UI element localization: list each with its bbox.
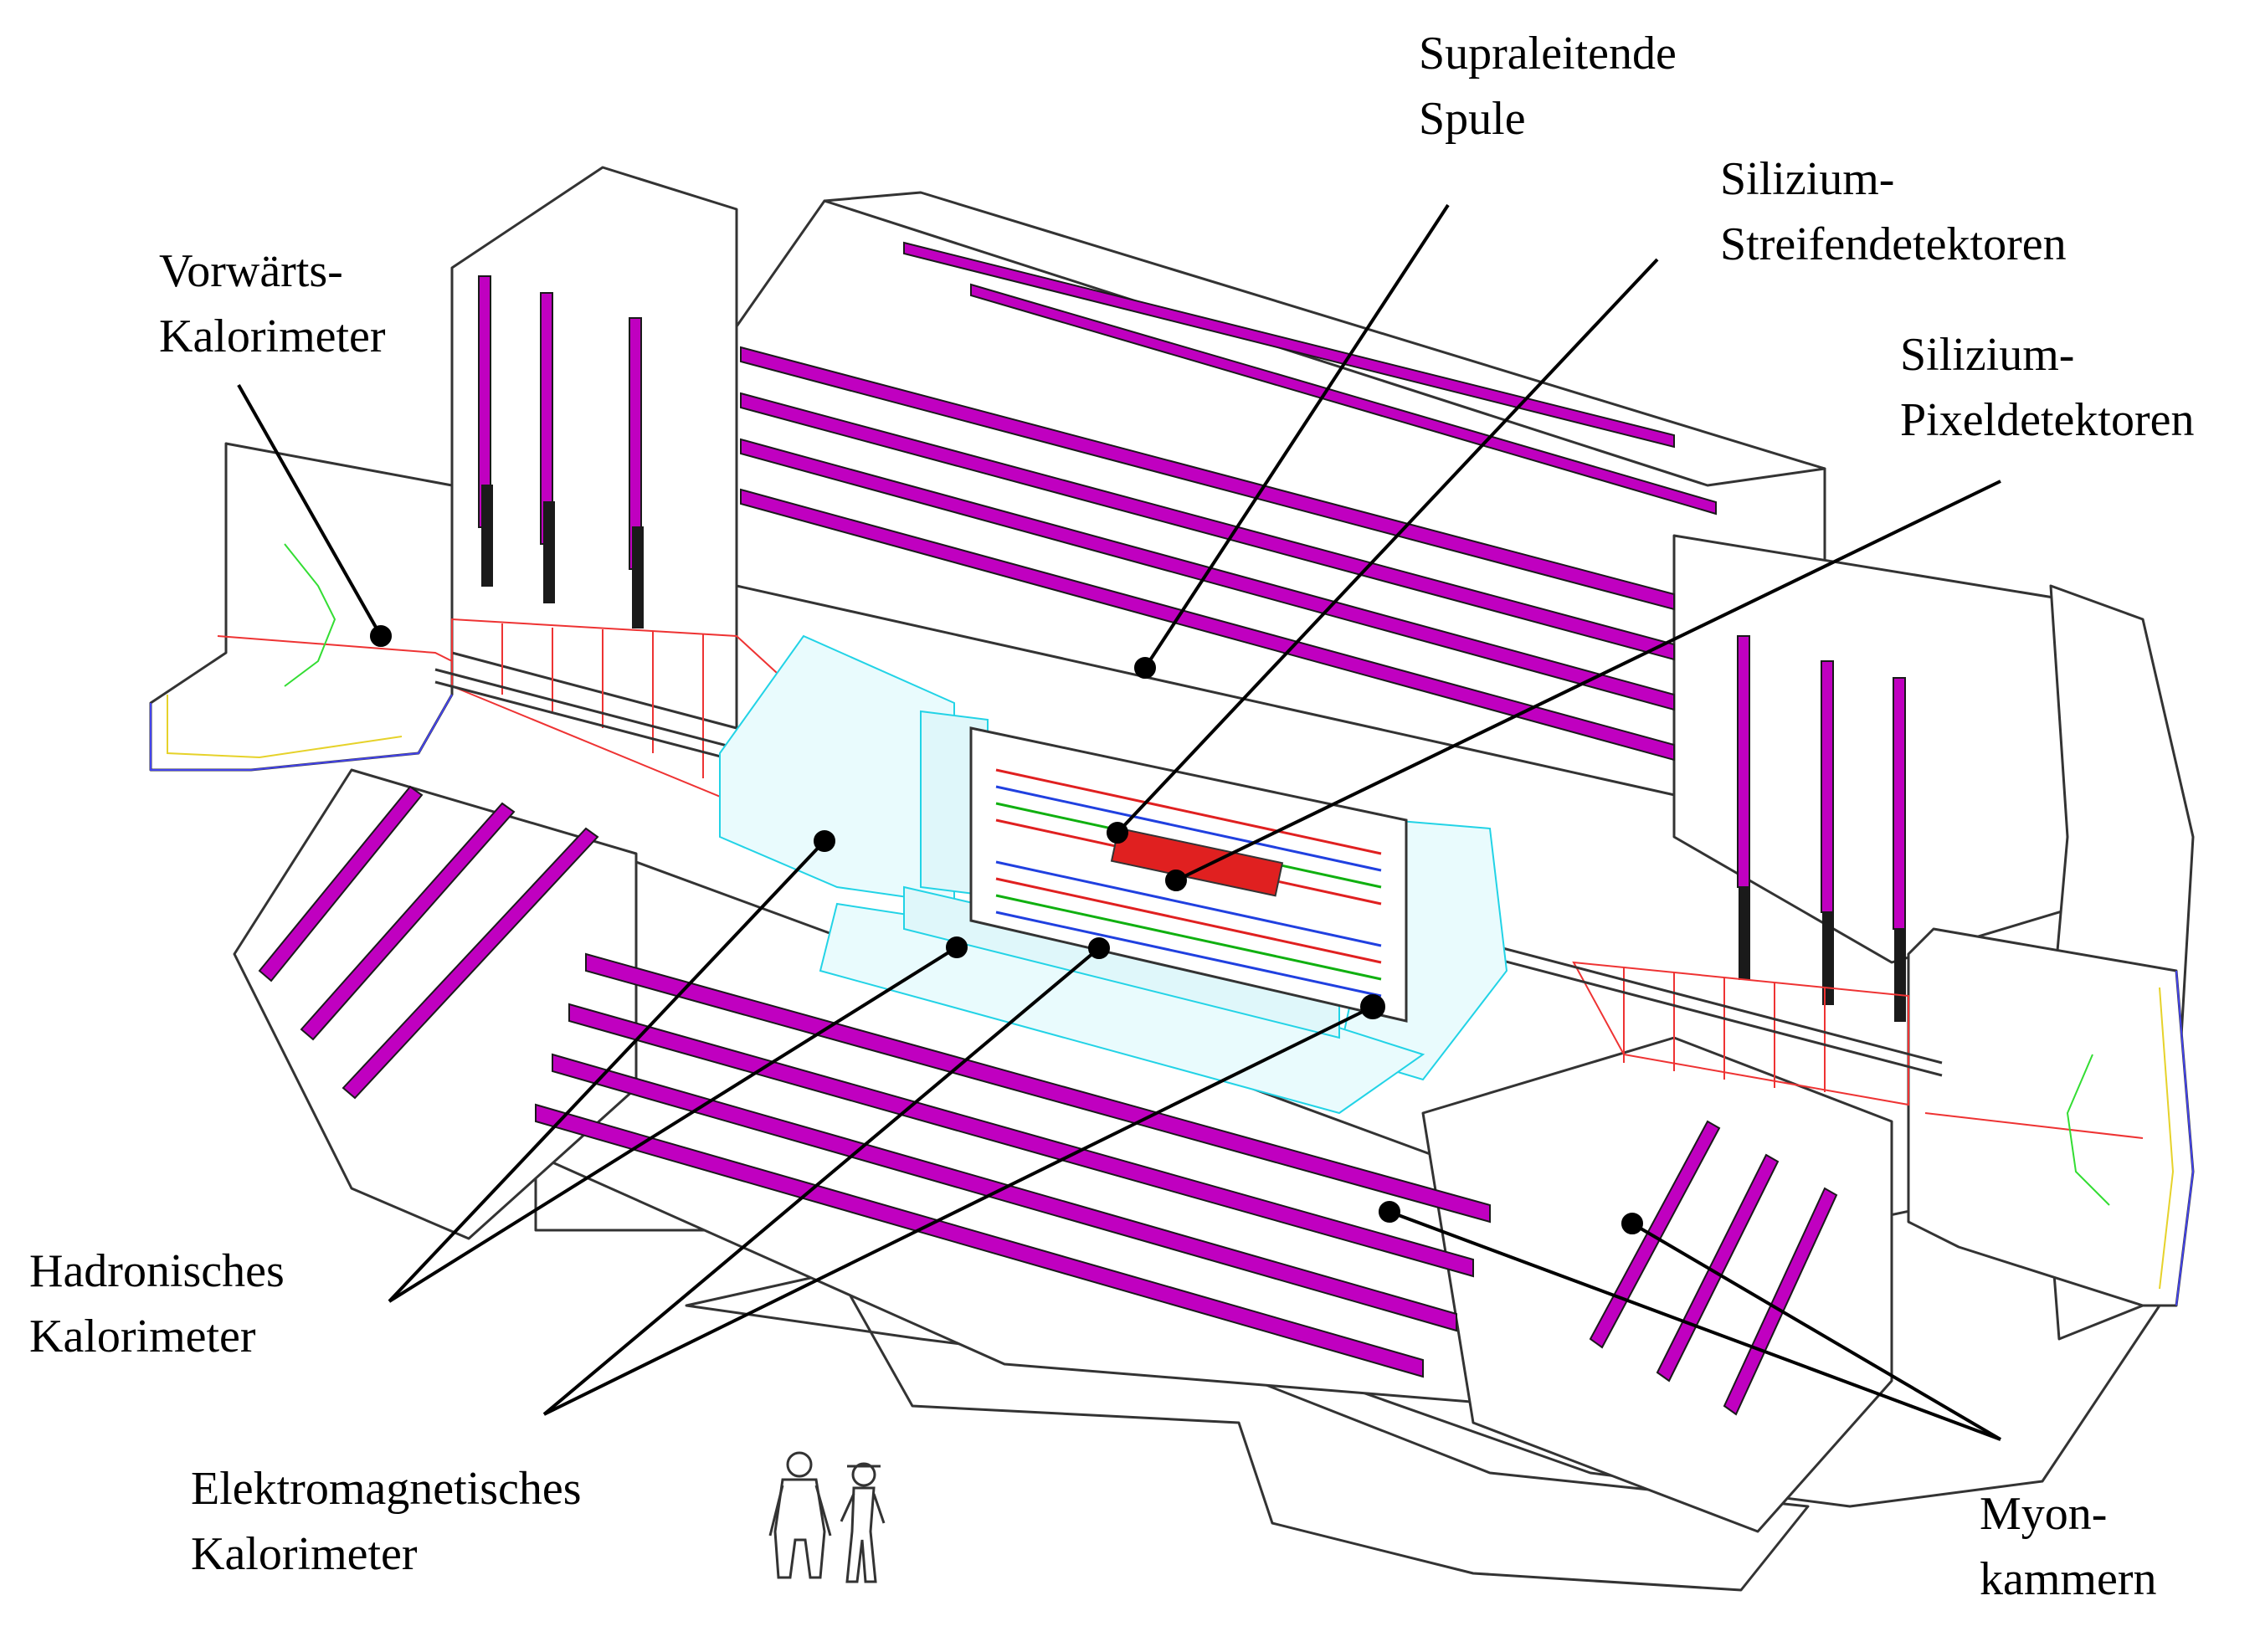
label-silizium-streifen-line1: Silizium- bbox=[1720, 153, 1895, 205]
dot-hadronisches-2 bbox=[946, 936, 968, 958]
dot-myonkammern-2 bbox=[1621, 1213, 1643, 1234]
label-hadronisches-kalorimeter-line1: Hadronisches bbox=[29, 1245, 285, 1297]
endcap-right-upper bbox=[1672, 534, 2144, 964]
dot-silizium-pixel bbox=[1165, 870, 1187, 891]
label-silizium-pixeldetektoren: Silizium- Pixeldetektoren bbox=[1900, 322, 2194, 453]
label-myonkammern-line1: Myon- bbox=[1980, 1488, 2108, 1540]
label-elektromagnetisches-kalorimeter-line1: Elektromagnetisches bbox=[191, 1463, 582, 1515]
silicon-strip-modules bbox=[995, 768, 1382, 998]
hadronic-calorimeter bbox=[719, 634, 1508, 1115]
label-silizium-streifen-line2: Streifendetektoren bbox=[1720, 218, 2067, 270]
dot-elektromagnetisches-1 bbox=[1088, 937, 1110, 959]
muon-stripes-right-lower bbox=[1589, 1120, 1838, 1416]
label-elektromagnetisches-kalorimeter: Elektromagnetisches Kalorimeter bbox=[191, 1456, 582, 1587]
forward-calorimeter-lines bbox=[150, 543, 2195, 1306]
silicon-pixel-core bbox=[1110, 827, 1284, 897]
forward-cone-right bbox=[1572, 961, 1909, 1106]
human-figure-woman bbox=[840, 1462, 886, 1583]
tracker bbox=[969, 726, 1408, 1023]
muon-stripes-right-upper bbox=[1737, 635, 1906, 1022]
label-supraleitende-spule: Supraleitende Spule bbox=[1419, 21, 1677, 151]
label-hadronisches-kalorimeter-line2: Kalorimeter bbox=[29, 1311, 256, 1362]
dot-silizium-streifen bbox=[1107, 822, 1128, 844]
dot-hadronisches-1 bbox=[814, 830, 835, 852]
dot-supraleitende-spule bbox=[1134, 657, 1156, 679]
label-silizium-pixel-line2: Pixeldetektoren bbox=[1900, 394, 2195, 446]
human-figure-man bbox=[768, 1451, 832, 1579]
muon-stripes-left-lower bbox=[258, 785, 599, 1100]
label-vorwaerts-kalorimeter: Vorwärts- Kalorimeter bbox=[159, 239, 386, 369]
endcap-right-lower bbox=[1421, 1036, 1893, 1533]
endcap-left-upper bbox=[450, 166, 738, 730]
label-hadronisches-kalorimeter: Hadronisches Kalorimeter bbox=[29, 1239, 285, 1369]
muon-chambers bbox=[258, 241, 1906, 1416]
label-silizium-pixel-line1: Silizium- bbox=[1900, 329, 2075, 381]
dot-myonkammern-1 bbox=[1379, 1201, 1400, 1223]
muon-stripes-left-upper bbox=[478, 275, 644, 628]
leader-lines bbox=[237, 203, 2002, 1441]
label-vorwaerts-kalorimeter-line2: Kalorimeter bbox=[159, 310, 386, 362]
label-vorwaerts-kalorimeter-line1: Vorwärts- bbox=[159, 245, 343, 297]
label-elektromagnetisches-kalorimeter-line2: Kalorimeter bbox=[191, 1528, 418, 1580]
label-silizium-streifendetektoren: Silizium- Streifendetektoren bbox=[1720, 146, 2067, 277]
muon-stripes-front bbox=[535, 952, 1491, 1378]
label-supraleitende-spule-line2: Spule bbox=[1419, 93, 1526, 145]
label-supraleitende-spule-line1: Supraleitende bbox=[1419, 28, 1677, 80]
dot-vorwaerts-kalorimeter bbox=[370, 625, 392, 647]
label-myonkammern: Myon- kammern bbox=[1980, 1481, 2156, 1612]
dot-elektromagnetisches-2 bbox=[1360, 994, 1385, 1019]
label-myonkammern-line2: kammern bbox=[1980, 1553, 2157, 1605]
